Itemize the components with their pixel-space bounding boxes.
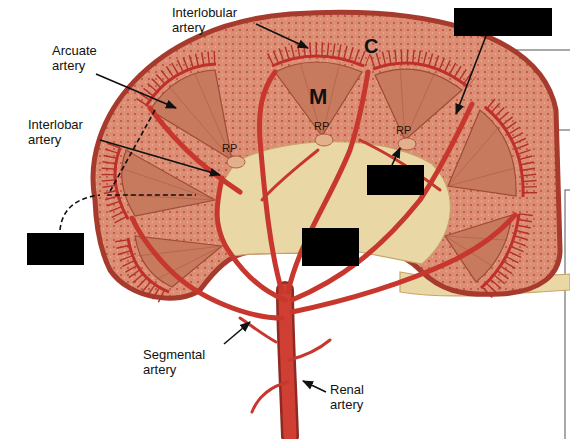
side-panel [565, 190, 570, 439]
region-letter: C [364, 35, 378, 58]
leader-lines [96, 24, 486, 392]
part-label: Renal artery [330, 383, 386, 413]
part-label: Segmental artery [143, 348, 219, 378]
kidney-capsule [93, 12, 560, 298]
redaction-box [27, 8, 552, 266]
pyramid [150, 70, 232, 160]
medullary-pyramids [122, 62, 516, 287]
pyramid-striations [120, 62, 515, 280]
part-label: Interlobular artery [172, 6, 262, 36]
pyramid [275, 62, 362, 136]
part-label: Arcuate artery [52, 44, 114, 74]
pyramid [375, 69, 462, 140]
papilla-label: RP [396, 124, 411, 137]
region-letter: M [309, 84, 327, 109]
renal-arteries [132, 72, 515, 436]
papilla-label: RP [222, 142, 237, 155]
renal-papillae [227, 134, 416, 168]
papilla-label: RP [314, 120, 329, 133]
part-label: Interlobar artery [28, 118, 100, 148]
